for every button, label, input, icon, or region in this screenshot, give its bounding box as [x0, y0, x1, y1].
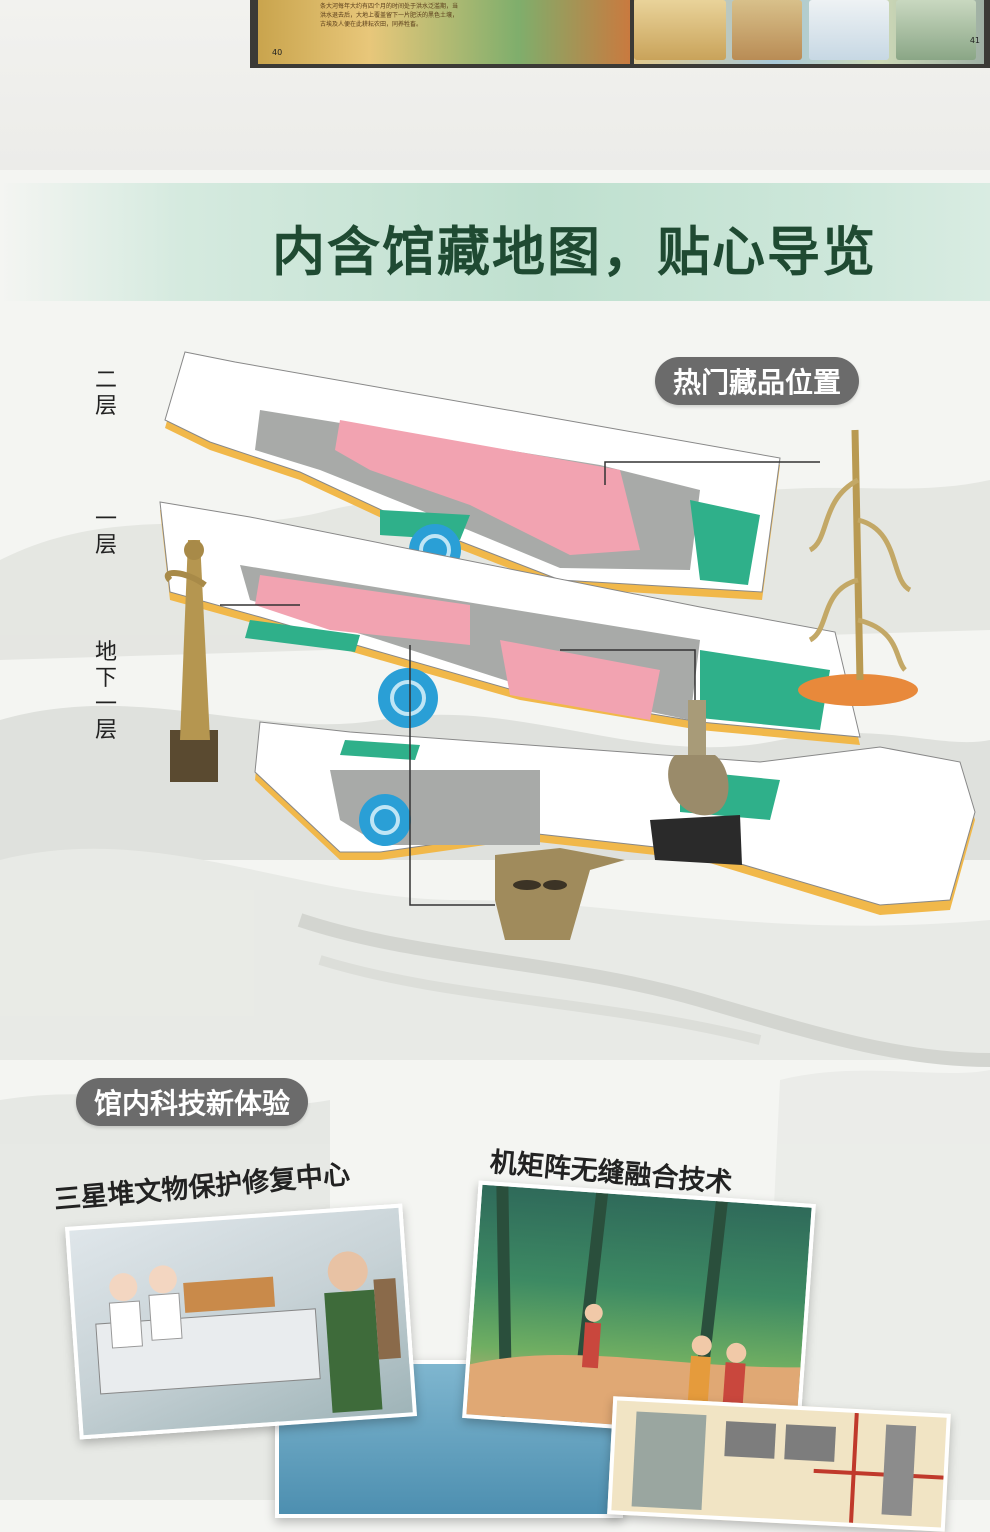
artifact-leader-lines: [220, 461, 820, 906]
floor-2-map: [164, 351, 781, 600]
bronze-kneeling-figure: [650, 700, 742, 865]
book-photo-section: 条大河每年大约有四个月的时间处于洪水泛滥期，当洪水退去后，大地上覆盖留下一片肥沃…: [0, 0, 990, 170]
bronze-standing-figure: [164, 540, 218, 782]
book-right-page: 41: [634, 0, 984, 64]
bronze-mask-artifact: [495, 848, 625, 940]
book-page-number-right: 41: [969, 36, 980, 45]
bronze-tree-artifact: [798, 429, 918, 706]
sphinx-illustration: [634, 0, 726, 60]
artifact-book-illustration: [607, 1396, 951, 1532]
headline-title: 内含馆藏地图，贴心导览: [272, 221, 877, 283]
floor-b1-map: [254, 721, 976, 915]
book-left-page: 条大河每年大约有四个月的时间处于洪水泛滥期，当洪水退去后，大地上覆盖留下一片肥沃…: [258, 0, 630, 64]
tech-experience-badge: 馆内科技新体验: [76, 1078, 309, 1126]
hot-items-badge: 热门藏品位置: [655, 357, 860, 405]
museum-map-illustration: [0, 351, 990, 1500]
floor-1-label: 一层: [94, 507, 117, 558]
restoration-lab-illustration: [64, 1203, 418, 1440]
book-page-number-left: 40: [272, 48, 283, 57]
book-caption: 条大河每年大约有四个月的时间处于洪水泛滥期，当洪水退去后，大地上覆盖留下一片肥沃…: [320, 3, 459, 28]
floor-b1-label: 地下一层: [94, 640, 117, 743]
floor-1-map: [159, 501, 861, 745]
floor-2-label: 二层: [94, 368, 117, 419]
great-wall-illustration: [896, 0, 976, 60]
taj-mahal-illustration: [809, 0, 889, 60]
tower-illustration: [732, 0, 802, 60]
headline-banner: [0, 183, 990, 301]
open-book: 条大河每年大约有四个月的时间处于洪水泛滥期，当洪水退去后，大地上覆盖留下一片肥沃…: [250, 0, 990, 68]
